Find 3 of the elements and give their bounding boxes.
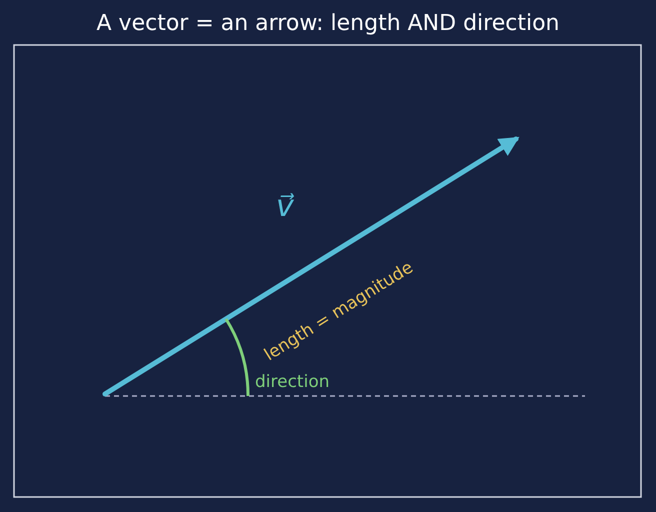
title: A vector = an arrow: length AND direction [96, 13, 560, 35]
vector-symbol: v⃗ [276, 192, 294, 222]
angle-label: direction [255, 374, 330, 391]
